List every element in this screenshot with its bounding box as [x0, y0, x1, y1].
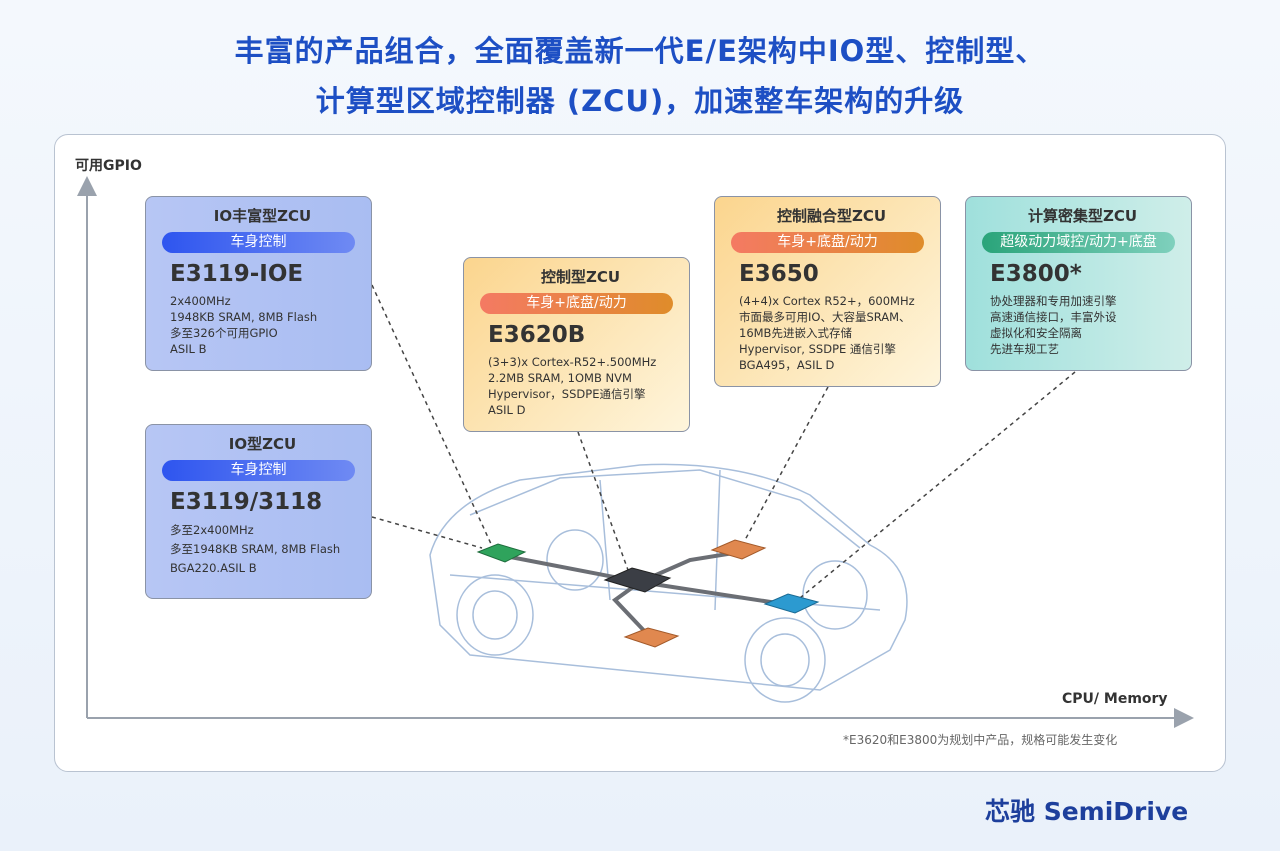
card-title: 计算密集型ZCU	[1027, 207, 1138, 225]
card-spec: 多至2x400MHz	[170, 523, 254, 537]
card-spec: 16MB先进嵌入式存储	[739, 326, 852, 340]
chip-central	[603, 567, 672, 593]
card-spec: Hypervisor, SSDPE 通信引擎	[739, 342, 896, 356]
card-model: E3620B	[488, 322, 586, 348]
chip-orange-bottom	[623, 627, 680, 648]
card-spec: Hypervisor，SSDPE通信引擎	[488, 387, 646, 401]
y-axis-label: 可用GPIO	[75, 158, 142, 174]
card-title: IO丰富型ZCU	[213, 207, 312, 225]
card-model: E3650	[739, 261, 819, 287]
car-outline-illustration	[429, 463, 908, 703]
card-spec: 虚拟化和安全隔离	[990, 326, 1082, 340]
card-title: 控制型ZCU	[540, 268, 621, 286]
semidrive-logo: 芯驰 SemiDrive	[985, 797, 1189, 826]
x-axis-label: CPU/ Memory	[1062, 691, 1168, 707]
card-spec: (4+4)x Cortex R52+，600MHz	[739, 294, 915, 308]
title-line-1: 丰富的产品组合，全面覆盖新一代E/E架构中IO型、控制型、	[234, 34, 1046, 68]
zcu-card-io: IO型ZCU 车身控制 E3119/3118 多至2x400MHz 多至1948…	[145, 424, 372, 599]
zcu-card-control-fusion: 控制融合型ZCU 车身+底盘/动力 E3650 (4+4)x Cortex R5…	[714, 196, 941, 387]
card-model: E3119/3118	[170, 489, 323, 515]
card-spec: ASIL B	[170, 342, 207, 356]
card-spec: 市面最多可用IO、大容量SRAM、	[739, 310, 911, 324]
card-spec: BGA220.ASIL B	[170, 561, 257, 575]
card-spec: ASIL D	[488, 403, 526, 417]
card-title: 控制融合型ZCU	[776, 207, 887, 225]
card-spec: 多至326个可用GPIO	[170, 326, 278, 340]
dashed-connectors	[371, 284, 1076, 599]
zcu-card-control: 控制型ZCU 车身+底盘/动力 E3620B (3+3)x Cortex-R52…	[463, 257, 690, 432]
card-tag: 超级动力域控/动力+底盘	[982, 232, 1175, 253]
card-spec: 多至1948KB SRAM, 8MB Flash	[170, 542, 341, 556]
card-model: E3800*	[990, 261, 1082, 287]
wiring-harness	[499, 550, 791, 639]
zcu-card-io-rich: IO丰富型ZCU 车身控制 E3119-IOE 2x400MHz 1948KB …	[145, 196, 372, 371]
chip-orange-top	[710, 539, 767, 560]
title-line-2: 计算型区域控制器 (ZCU)，加速整车架构的升级	[315, 84, 965, 118]
card-spec: 高速通信接口，丰富外设	[990, 310, 1117, 324]
card-spec: 1948KB SRAM, 8MB Flash	[170, 310, 318, 324]
card-spec: 协处理器和专用加速引擎	[990, 294, 1117, 308]
zcu-card-compute: 计算密集型ZCU 超级动力域控/动力+底盘 E3800* 协处理器和专用加速引擎…	[965, 196, 1192, 371]
card-spec: 先进车规工艺	[990, 342, 1059, 356]
card-spec: 2.2MB SRAM, 1OMB NVM	[488, 371, 632, 385]
card-title: IO型ZCU	[228, 435, 297, 453]
card-spec: (3+3)x Cortex-R52+.500MHz	[488, 355, 657, 369]
card-spec: 2x400MHz	[170, 294, 231, 308]
chip-green	[476, 543, 527, 563]
footnote: *E3620和E3800为规划中产品，规格可能发生变化	[843, 733, 1118, 747]
card-tag: 车身+底盘/动力	[731, 232, 924, 253]
card-tag: 车身控制	[162, 232, 355, 253]
chip-blue	[763, 593, 820, 614]
card-tag: 车身控制	[162, 460, 355, 481]
card-tag: 车身+底盘/动力	[480, 293, 673, 314]
card-model: E3119-IOE	[170, 261, 304, 287]
card-spec: BGA495，ASIL D	[739, 358, 835, 372]
